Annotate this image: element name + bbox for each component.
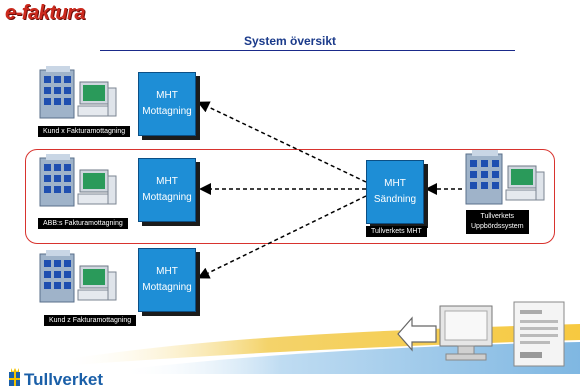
- box-line2: Mottagning: [142, 282, 192, 293]
- page-title: System översikt: [243, 34, 337, 48]
- receiver-label: Kund x Fakturamottagning: [38, 126, 131, 137]
- building-computer-icon: [465, 150, 545, 205]
- box-line2: Mottagning: [142, 192, 192, 203]
- bottom-decoration: [60, 301, 580, 374]
- abb-group-outline: [25, 149, 555, 244]
- arrow-to-kund-x: [197, 101, 367, 183]
- arrow-to-kund-z: [197, 195, 367, 279]
- building-computer-icon: [39, 250, 117, 303]
- building-computer-icon: [39, 154, 117, 207]
- source-label: Tullverkets Uppbördssystem: [466, 210, 529, 234]
- box-line1: MHT: [384, 178, 406, 189]
- source-label-line1: Tullverkets: [480, 213, 515, 220]
- mht-mottagning-box: MHT Mottagning: [138, 248, 196, 312]
- mht-sandning-box: MHT Sändning: [366, 160, 424, 224]
- box-line2: Sändning: [373, 194, 417, 205]
- hollow-arrow-icon: [397, 316, 437, 352]
- box-line2: Mottagning: [142, 106, 192, 117]
- efaktura-logo: e-faktura: [5, 2, 85, 24]
- document-icon: [513, 301, 565, 367]
- tullverket-logo: Tullverket: [24, 370, 104, 389]
- receiver-label: ABB:s Fakturamottagning: [38, 218, 128, 229]
- building-computer-icon: [39, 66, 117, 119]
- mht-mottagning-box: MHT Mottagning: [138, 72, 196, 136]
- box-line1: MHT: [156, 266, 178, 277]
- receiver-label: Kund z Fakturamottagning: [44, 315, 137, 326]
- title-underline: [100, 50, 515, 51]
- box-line1: MHT: [156, 176, 178, 187]
- tullverket-crest-icon: [9, 368, 20, 386]
- monitor-icon: [439, 305, 493, 361]
- source-label-line2: Uppbördssystem: [471, 223, 524, 230]
- sender-label: Tullverkets MHT: [366, 226, 427, 237]
- mht-mottagning-box: MHT Mottagning: [138, 158, 196, 222]
- box-line1: MHT: [156, 90, 178, 101]
